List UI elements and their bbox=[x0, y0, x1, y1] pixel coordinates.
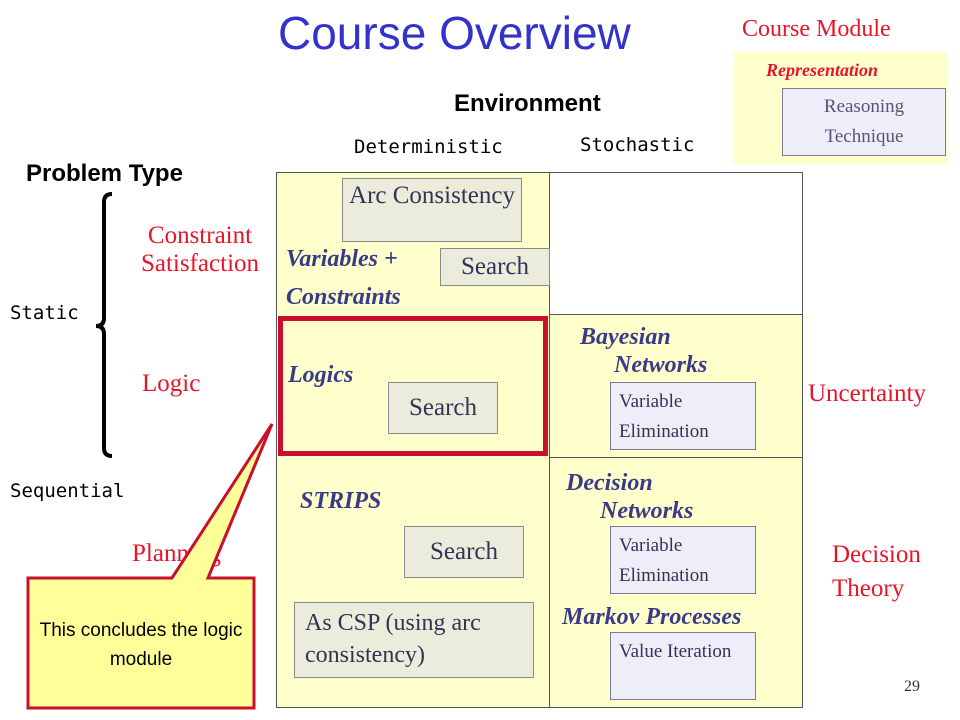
bayesian-label-line2: Networks bbox=[614, 352, 708, 378]
variables-constraints-line2: Constraints bbox=[286, 284, 401, 310]
variable-elimination-box-2: Variable Elimination bbox=[610, 526, 756, 594]
logics-label: Logics bbox=[288, 362, 354, 388]
brace-icon bbox=[95, 192, 113, 458]
variables-constraints-line1: Variables + bbox=[286, 246, 398, 272]
search-box-csp: Search bbox=[440, 248, 550, 286]
variable-elimination-box-1: Variable Elimination bbox=[610, 382, 756, 450]
legend-box: Representation Reasoning Technique bbox=[734, 52, 948, 164]
logic-highlight-frame bbox=[278, 316, 548, 456]
markov-processes-label: Markov Processes bbox=[562, 604, 742, 630]
as-csp-box: As CSP (using arc consistency) bbox=[294, 602, 534, 678]
environment-label: Environment bbox=[454, 90, 601, 117]
search-box-planning: Search bbox=[404, 526, 524, 578]
row-decision-theory: Decision Theory bbox=[832, 541, 921, 602]
legend-representation: Representation bbox=[766, 60, 879, 80]
stochastic-label: Stochastic bbox=[580, 134, 695, 156]
callout-text: This concludes the logic module bbox=[39, 620, 243, 670]
slide-title: Course Overview bbox=[278, 7, 631, 59]
search-box-logic: Search bbox=[388, 382, 498, 434]
slide-number: 29 bbox=[904, 678, 920, 695]
deterministic-label: Deterministic bbox=[354, 136, 503, 158]
value-iteration-box: Value Iteration bbox=[610, 632, 756, 700]
row-uncertainty: Uncertainty bbox=[808, 380, 927, 407]
bayesian-label-line1: Bayesian bbox=[580, 324, 671, 350]
arc-consistency-box: Arc Consistency bbox=[342, 178, 522, 242]
problem-type-label: Problem Type bbox=[26, 160, 183, 187]
decision-label-line1: Decision bbox=[566, 470, 653, 496]
sequential-label: Sequential bbox=[10, 480, 125, 502]
row-logic: Logic bbox=[142, 370, 201, 397]
strips-label: STRIPS bbox=[300, 488, 382, 514]
static-label: Static bbox=[10, 302, 79, 324]
row-constraint-satisfaction: Constraint Satisfaction bbox=[140, 222, 260, 277]
stochastic-static-empty-cell bbox=[549, 172, 803, 315]
decision-label-line2: Networks bbox=[600, 498, 694, 524]
legend-reasoning: Reasoning Technique bbox=[782, 88, 946, 156]
legend-heading: Course Module bbox=[742, 16, 891, 42]
